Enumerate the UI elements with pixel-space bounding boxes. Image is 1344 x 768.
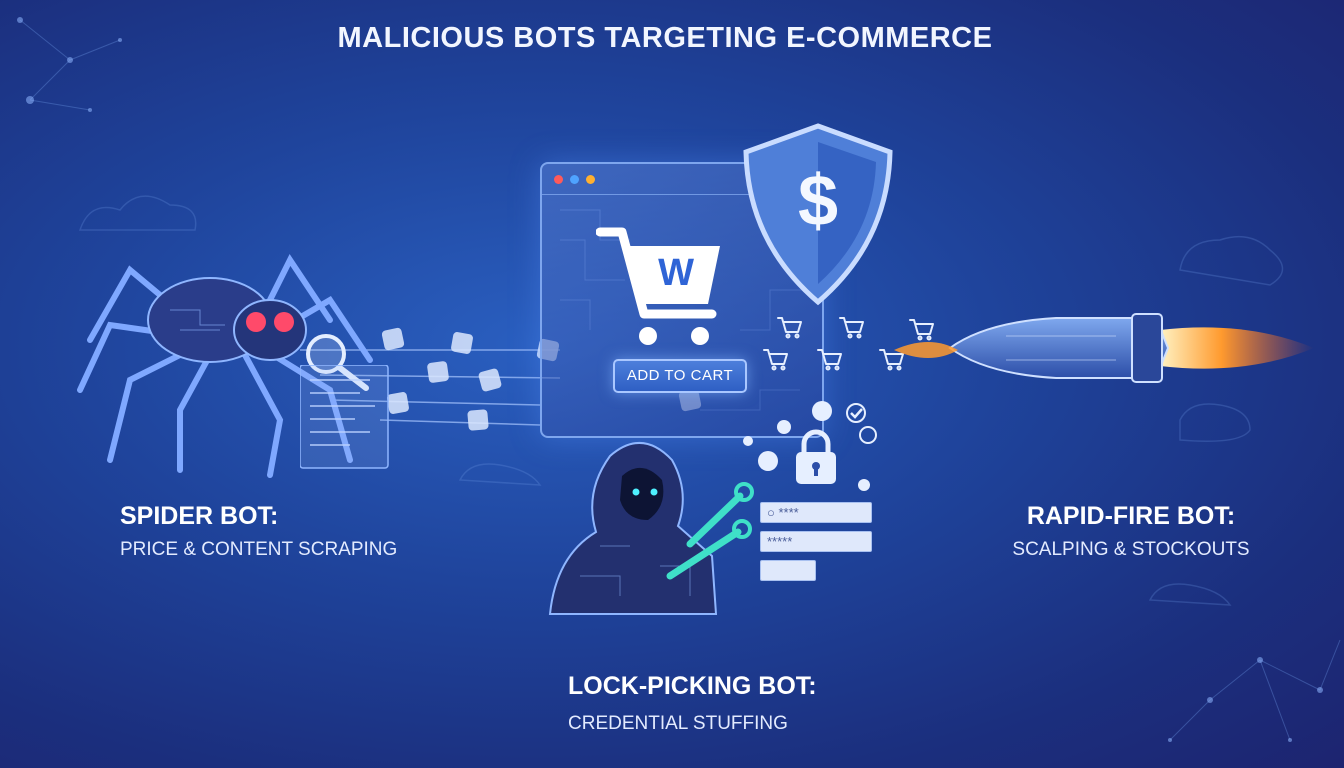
cart-icon: [909, 319, 934, 341]
page-title: MALICIOUS BOTS TARGETING E-COMMERCE: [337, 22, 993, 54]
padlock-icon: [796, 429, 836, 484]
user-icon: ○: [767, 505, 775, 520]
maximize-dot: [586, 175, 595, 184]
flame-icon: [894, 342, 958, 358]
checkmark-icon: [850, 408, 863, 419]
magnifier-icon: [306, 334, 369, 391]
browser-title-bar: [542, 164, 822, 195]
spider-icon: [77, 254, 373, 478]
cart-icon: [879, 349, 904, 371]
password-mask: ****: [778, 505, 799, 520]
minimize-dot: [570, 175, 579, 184]
cart-icon: [817, 349, 842, 371]
shield-dollar-icon: [743, 123, 893, 306]
wrench-icon: [666, 528, 742, 580]
lock-picking-bot-description: CREDENTIAL STUFFING: [568, 713, 788, 734]
lock-picking-bot-label: LOCK-PICKING BOT: CREDENTIAL STUFFING: [568, 672, 817, 735]
cart-icon: [777, 317, 802, 339]
password-field[interactable]: ○ ****: [760, 502, 872, 523]
wrench-icon: [686, 492, 744, 548]
spider-bot-description: PRICE & CONTENT SCRAPING: [120, 539, 398, 560]
cart-icon: [596, 227, 720, 345]
security-symbols: [743, 401, 877, 491]
rocket-icon: [948, 313, 1314, 383]
shield-symbol: $: [797, 161, 839, 241]
rapid-fire-bot-heading: RAPID-FIRE BOT:: [1026, 502, 1236, 530]
password-field-2[interactable]: *****: [760, 531, 872, 552]
spider-bot-heading: SPIDER BOT:: [120, 502, 279, 530]
cart-stream: [763, 317, 934, 371]
rapid-fire-bot-description: SCALPING & STOCKOUTS: [1012, 539, 1250, 560]
scraped-document-icon: [300, 365, 389, 469]
close-dot: [554, 175, 563, 184]
rapid-fire-bot-label: RAPID-FIRE BOT: SCALPING & STOCKOUTS: [1006, 502, 1256, 561]
cart-icon: [839, 317, 864, 339]
spider-bot-label: SPIDER BOT: PRICE & CONTENT SCRAPING: [120, 502, 397, 561]
lock-picking-bot-heading: LOCK-PICKING BOT:: [568, 672, 817, 700]
hooded-hacker-icon: [548, 441, 754, 615]
login-form: ○ **** *****: [760, 502, 875, 582]
cart-icon: [763, 349, 788, 371]
cart-logo: W: [658, 252, 694, 294]
submit-field[interactable]: [760, 560, 816, 581]
add-to-cart-button[interactable]: ADD TO CART: [613, 359, 747, 393]
